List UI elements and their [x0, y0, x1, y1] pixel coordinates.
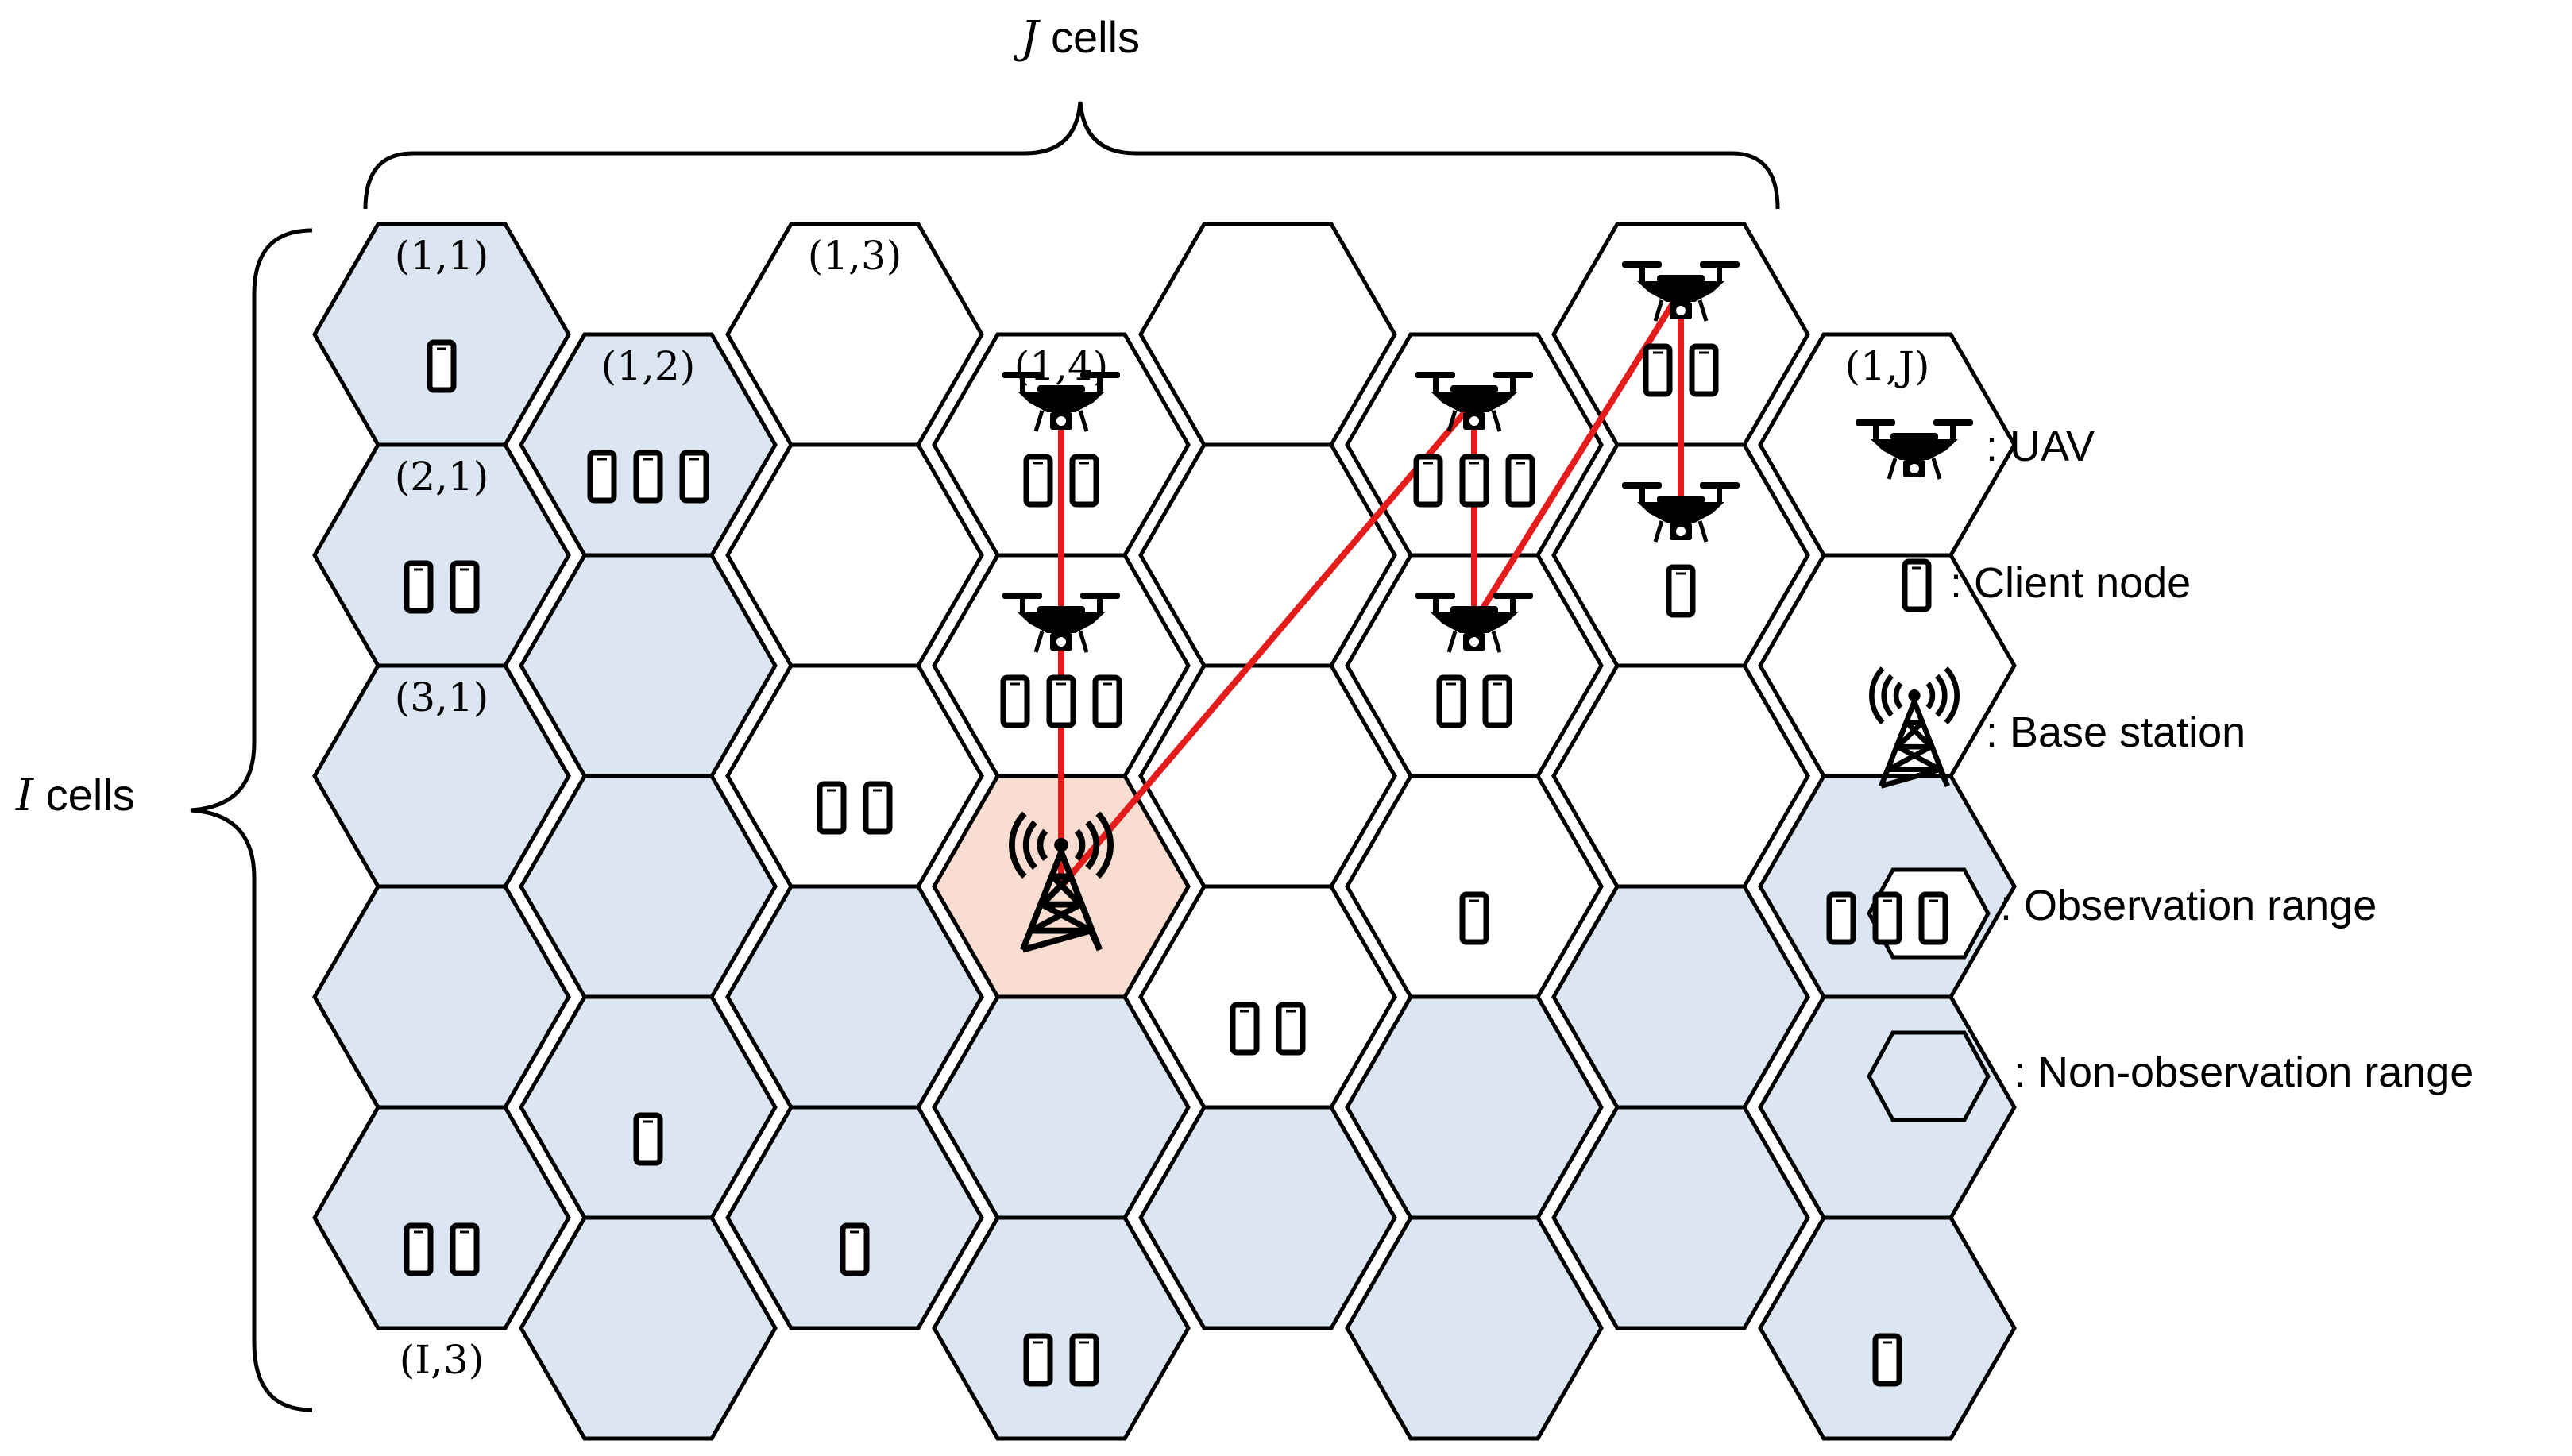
- hex-cell-4-6: [1345, 994, 1604, 1220]
- client-node-icon: [636, 1115, 660, 1163]
- left-brace-label: I cells: [15, 770, 135, 821]
- legend-client-node-label: : Client node: [1950, 559, 2191, 607]
- hex-cell-3-2: [519, 774, 778, 999]
- hex-cell-5-3: [725, 1105, 984, 1330]
- hex-cell-4-1: [312, 884, 571, 1110]
- client-node-icon: [682, 453, 706, 500]
- non-observation-hex-icon: [1867, 1030, 1991, 1122]
- legend: : UAV : Client node : Base station : Obs…: [1856, 419, 2474, 1122]
- client-node-icon: [866, 784, 890, 832]
- client-node-icon: [430, 342, 454, 390]
- client-node-icon: [1921, 894, 1945, 942]
- hex-cell-2-3: [725, 442, 984, 668]
- client-node-icon: [1875, 894, 1899, 942]
- legend-uav: : UAV: [1856, 419, 2095, 479]
- hex-cell-5-2: [519, 1215, 778, 1441]
- cell-labels: (1,1) (1,2) (1,3) (1,4) (1,J) (2,1) (3,1) (I,3): [395, 233, 1930, 1383]
- cell-label: (1,1): [395, 233, 489, 279]
- client-node-icon: [1026, 457, 1050, 504]
- client-node-icon: [1462, 894, 1486, 942]
- client-node-icon: [407, 563, 431, 611]
- legend-non-observation-label: : Non-observation range: [2014, 1049, 2474, 1096]
- client-node-icon: [1095, 678, 1119, 725]
- client-node-icon: [1279, 1005, 1303, 1052]
- client-node-icon: [843, 1226, 867, 1273]
- client-node-icon: [453, 563, 477, 611]
- link-base-station-uav-3: [1058, 398, 1477, 890]
- client-node-icon: [1072, 457, 1096, 504]
- hex-cell-1-5: [1138, 222, 1397, 447]
- hex-cell-3-7: [1551, 663, 1810, 889]
- hex-cell-2-2: [519, 553, 778, 778]
- client-node-icon: [1049, 678, 1073, 725]
- legend-observation-label: : Observation range: [2000, 882, 2377, 929]
- hex-cell-5-7: [1551, 1105, 1810, 1330]
- left-brace: [190, 228, 313, 1412]
- hex-cell-4-5: [1138, 884, 1397, 1110]
- legend-base-station: : Base station: [1871, 668, 2246, 786]
- hex-cell-2-5: [1138, 442, 1397, 668]
- hex-cell-5-5: [1138, 1105, 1397, 1330]
- client-node-icon: [1692, 346, 1716, 394]
- cell-label: (1,4): [1014, 343, 1109, 389]
- client-node-icon: [1462, 457, 1486, 504]
- hex-cell-5-8: [1758, 1215, 2017, 1441]
- client-node-icon: [1669, 567, 1693, 615]
- hex-grid: [312, 222, 2017, 1441]
- hex-cell-4-7: [1551, 884, 1810, 1110]
- legend-uav-label: : UAV: [1986, 423, 2095, 470]
- cell-label: (3,1): [395, 674, 489, 720]
- client-node-icon: [1829, 894, 1853, 942]
- client-node-icon: [1646, 346, 1670, 394]
- client-node-icon: [453, 1226, 477, 1273]
- top-brace: [363, 101, 1780, 210]
- client-node-icon: [407, 1226, 431, 1273]
- hex-cell-5-4: [932, 1215, 1191, 1441]
- client-node-icon: [1439, 678, 1463, 725]
- client-node-icon: [636, 453, 660, 500]
- top-brace-label: J cells: [1013, 12, 1140, 64]
- hex-cell-5-6: [1345, 1215, 1604, 1441]
- client-node-icon: [1485, 678, 1509, 725]
- client-node-icon: [1072, 1336, 1096, 1384]
- client-node-icon: [1026, 1336, 1050, 1384]
- cell-label: (2,1): [395, 454, 489, 500]
- client-node-icon: [1416, 457, 1440, 504]
- cell-label: (1,2): [601, 343, 696, 389]
- legend-client-node: : Client node: [1905, 559, 2191, 609]
- hex-cell-4-3: [725, 884, 984, 1110]
- hex-cell-5-1: [312, 1105, 571, 1330]
- client-node-icon: [1003, 678, 1027, 725]
- legend-base-station-label: : Base station: [1986, 709, 2246, 756]
- client-node-icon: [820, 784, 844, 832]
- cell-label: (I,3): [400, 1337, 484, 1383]
- hex-cell-3-5: [1138, 663, 1397, 889]
- hex-cell-4-4: [932, 994, 1191, 1220]
- client-node-icon: [1905, 562, 1929, 609]
- client-node-icon: [1508, 457, 1532, 504]
- client-node-icon: [1233, 1005, 1257, 1052]
- cell-label: (1,J): [1845, 343, 1930, 389]
- hex-cell-4-2: [519, 994, 778, 1220]
- hex-cell-3-6: [1345, 774, 1604, 999]
- client-node-icon: [1875, 1336, 1899, 1384]
- legend-non-observation: : Non-observation range: [1867, 1030, 2474, 1122]
- hex-cell-3-3: [725, 663, 984, 889]
- cell-label: (1,3): [808, 233, 902, 279]
- client-node-icon: [590, 453, 614, 500]
